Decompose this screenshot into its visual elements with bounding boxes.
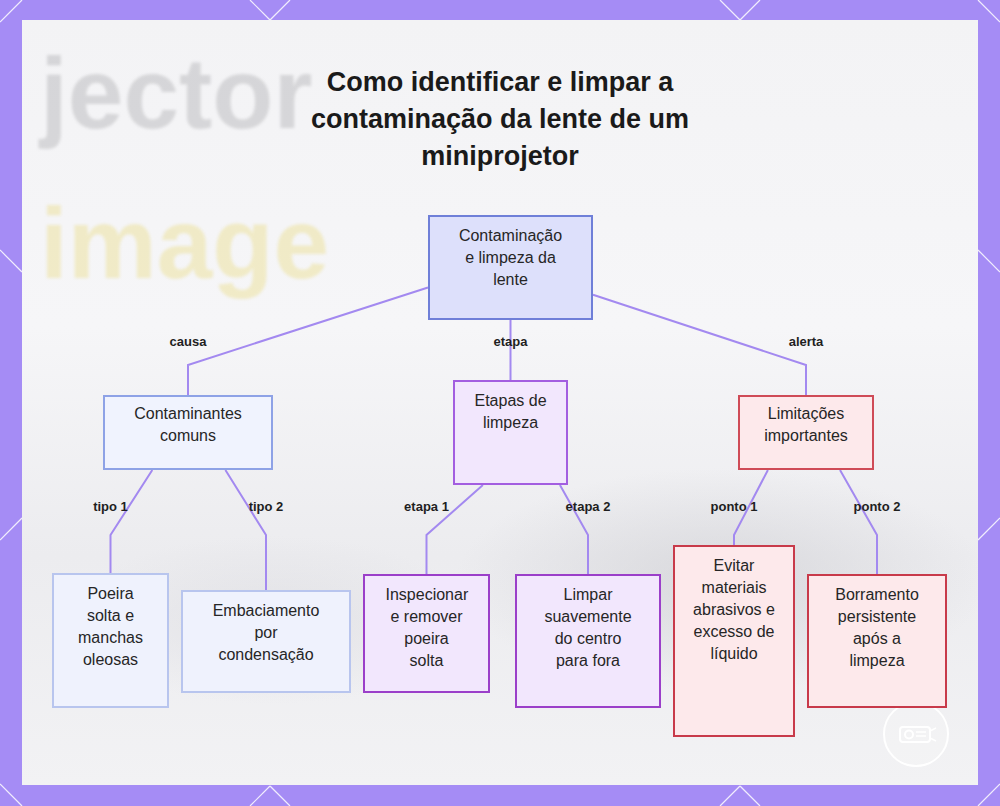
watermark-text: image [40,188,329,298]
detail-box: Borramento persistente após a limpeza [807,574,947,708]
brand-logo [880,698,952,770]
connector-label: ponto 2 [854,499,901,515]
connector-label: etapa 1 [404,499,449,515]
connector-line [427,485,483,574]
detail-box: Evitar materiais abrasivos e excesso de … [673,545,795,737]
node-text: Evitar materiais abrasivos e excesso de … [692,555,777,665]
category-box: Limitações importantes [738,395,874,470]
detail-box: Poeira solta e manchas oleosas [52,573,169,708]
detail-box: Limpar suavemente do centro para fora [515,574,661,708]
node-text: Inspecionar e remover poeira solta [386,584,468,672]
node-text: Etapas de limpeza [468,390,553,434]
node-text: Limitações importantes [756,403,856,447]
detail-box: Inspecionar e remover poeira solta [363,574,490,693]
connector-line [188,287,428,395]
connector-line [111,470,153,573]
diagram-title: Como identificar e limpar a contaminação… [270,64,730,175]
category-box: Etapas de limpeza [453,380,568,485]
connector-label: etapa [494,334,528,350]
connector-label: alerta [789,334,824,350]
connector-line [225,470,266,590]
node-text: Embaciamento por condensação [209,600,324,666]
node-text: Poeira solta e manchas oleosas [73,583,148,671]
connector-label: tipo 2 [249,499,284,515]
connector-label: etapa 2 [566,499,611,515]
node-text: Contaminantes comuns [126,403,251,447]
connector-line [560,485,588,574]
connector-label: causa [170,334,207,350]
node-text: Contaminação e limpeza da lente [455,225,567,291]
category-box: Contaminantes comuns [103,395,273,470]
connector-line [840,470,877,574]
connector-line [510,320,512,380]
detail-box: Embaciamento por condensação [181,590,351,693]
watermark-text: jector [40,38,312,148]
node-text: Borramento persistente após a limpeza [830,584,925,672]
connector-line [593,295,806,395]
node-text: Limpar suavemente do centro para fora [541,584,636,672]
connector-label: ponto 1 [711,499,758,515]
connector-label: tipo 1 [93,499,128,515]
root-topic-box: Contaminação e limpeza da lente [428,215,593,320]
